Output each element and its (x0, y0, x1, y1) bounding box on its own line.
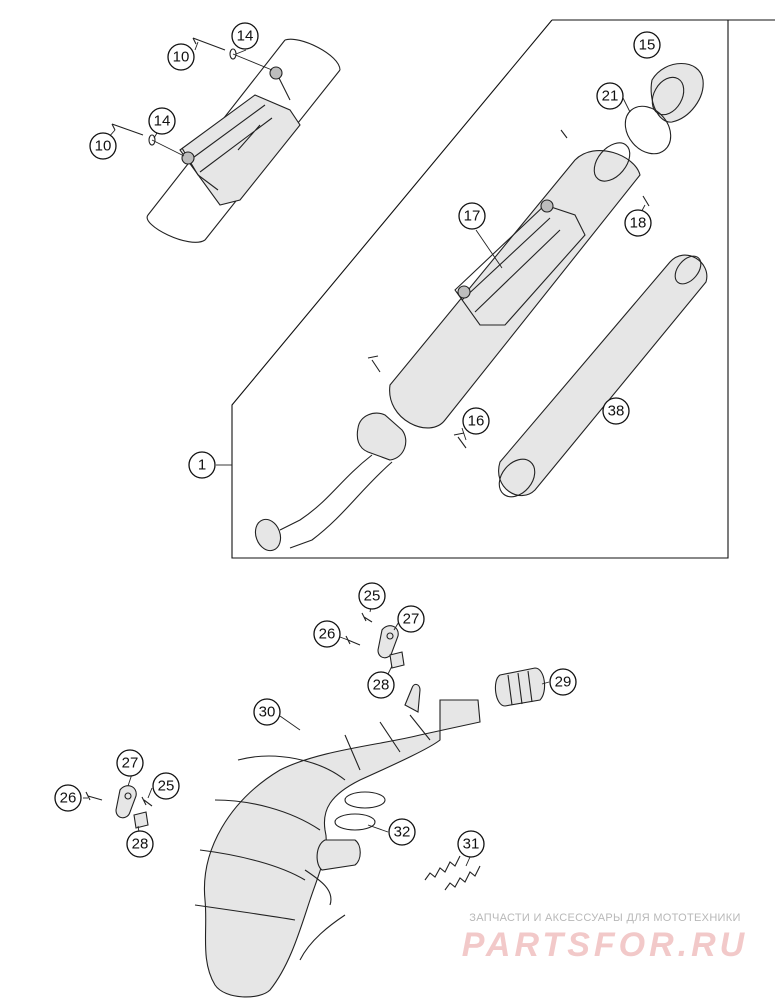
svg-text:10: 10 (173, 49, 190, 66)
canister-clamp-bolt-bottom (457, 285, 471, 299)
callout-25-upper: 25 (358, 582, 386, 610)
clamp-detail-group (111, 37, 341, 243)
svg-text:28: 28 (132, 836, 149, 853)
inlet-bent-pipe (279, 454, 393, 549)
washer-14-lower (148, 134, 156, 146)
svg-text:25: 25 (364, 588, 381, 605)
clamp-bolt-head-top (269, 66, 283, 80)
svg-text:14: 14 (154, 113, 171, 130)
exhaust-seal-29-ribs (507, 670, 533, 706)
header-pipe-mount-tab (404, 683, 421, 713)
screw-26-upper (345, 635, 361, 646)
spring-31-b (444, 865, 481, 891)
svg-text:32: 32 (394, 824, 411, 841)
svg-text:28: 28 (373, 677, 390, 694)
end-cap-15-rim (651, 76, 685, 116)
bracket-27-upper (377, 625, 399, 659)
header-pipe-inlet-bend (299, 869, 346, 961)
callout-10-upper: 10 (167, 43, 195, 71)
callout-17: 17 (458, 202, 486, 230)
svg-text:29: 29 (555, 674, 572, 691)
exhaust-flange-32 (316, 839, 361, 871)
svg-text:17: 17 (464, 208, 481, 225)
screw-18 (560, 129, 650, 207)
svg-text:16: 16 (468, 413, 485, 430)
bolt-10-lower (111, 123, 144, 136)
callout-38: 38 (602, 397, 630, 425)
silencer-end-rim (593, 142, 631, 182)
callout-15: 15 (633, 31, 661, 59)
svg-text:31: 31 (463, 836, 480, 853)
callout-28-lower: 28 (126, 830, 154, 858)
callout-30: 30 (253, 698, 281, 726)
callout-26-upper: 26 (313, 620, 341, 648)
screw-25-upper (361, 612, 373, 623)
header-pipe-group (85, 612, 546, 998)
gasket-32-b (334, 813, 376, 831)
silencer-insert-38 (498, 254, 708, 497)
screw-16-lower (453, 432, 467, 449)
callout-25-lower: 25 (152, 772, 180, 800)
clamp-detail-lines (181, 69, 291, 191)
bracket-27-upper-hole (386, 632, 394, 640)
callout-14-lower: 14 (148, 107, 176, 135)
callout-31: 31 (457, 830, 485, 858)
svg-text:1: 1 (198, 457, 206, 474)
bolt-10-upper (192, 37, 226, 51)
svg-text:10: 10 (95, 138, 112, 155)
header-pipe-30 (203, 699, 481, 998)
svg-text:21: 21 (602, 88, 619, 105)
silencer-insert-38-end (498, 458, 536, 498)
svg-text:14: 14 (237, 28, 254, 45)
callout-29: 29 (549, 668, 577, 696)
watermark-tagline: ЗАПЧАСТИ И АКСЕССУАРЫ ДЛЯ МОТОТЕХНИКИ (469, 912, 741, 924)
gasket-32-a (344, 791, 386, 809)
callout-10-lower: 10 (89, 132, 117, 160)
inlet-pipe-mouth (254, 518, 282, 552)
svg-text:38: 38 (608, 403, 625, 420)
svg-text:18: 18 (630, 215, 647, 232)
callout-32: 32 (388, 818, 416, 846)
callout-14-upper: 14 (231, 22, 259, 50)
canister-clamp-bolt-top (540, 199, 554, 213)
o-ring-21 (624, 105, 672, 155)
assembly-frame (231, 19, 775, 559)
clamp-body (179, 94, 301, 206)
nut-28-upper (389, 651, 405, 669)
svg-text:27: 27 (122, 755, 139, 772)
svg-text:15: 15 (639, 37, 656, 54)
silencer-assembly-group (254, 62, 708, 552)
bracket-27-lower (115, 785, 137, 819)
svg-text:26: 26 (319, 626, 336, 643)
screw-25-lower (141, 796, 153, 807)
svg-text:25: 25 (158, 778, 175, 795)
silencer-insert-38-top (674, 255, 702, 285)
leader-lines (83, 41, 646, 867)
watermark: ЗАПЧАСТИ И АКСЕССУАРЫ ДЛЯ МОТОТЕХНИКИ PA… (440, 912, 770, 965)
callout-27-lower: 27 (116, 749, 144, 777)
callout-28-upper: 28 (367, 671, 395, 699)
callout-1: 1 (188, 451, 216, 479)
callout-26-lower: 26 (54, 784, 82, 812)
screw-26-lower (85, 791, 103, 801)
bracket-27-lower-hole (124, 792, 132, 800)
inlet-flange (356, 412, 407, 461)
callout-21: 21 (596, 82, 624, 110)
header-pipe-30-contours (194, 714, 431, 921)
watermark-logo: PARTSFOR.RU (461, 926, 749, 964)
nut-28-lower (133, 811, 149, 829)
callout-16: 16 (462, 407, 490, 435)
spring-31-a (424, 855, 461, 881)
svg-text:26: 26 (60, 790, 77, 807)
svg-text:27: 27 (403, 611, 420, 628)
screw-16-upper (367, 355, 381, 373)
callout-27-upper: 27 (397, 605, 425, 633)
clamp-bolt-head-bottom (181, 151, 195, 165)
svg-text:30: 30 (259, 704, 276, 721)
callout-18: 18 (624, 209, 652, 237)
